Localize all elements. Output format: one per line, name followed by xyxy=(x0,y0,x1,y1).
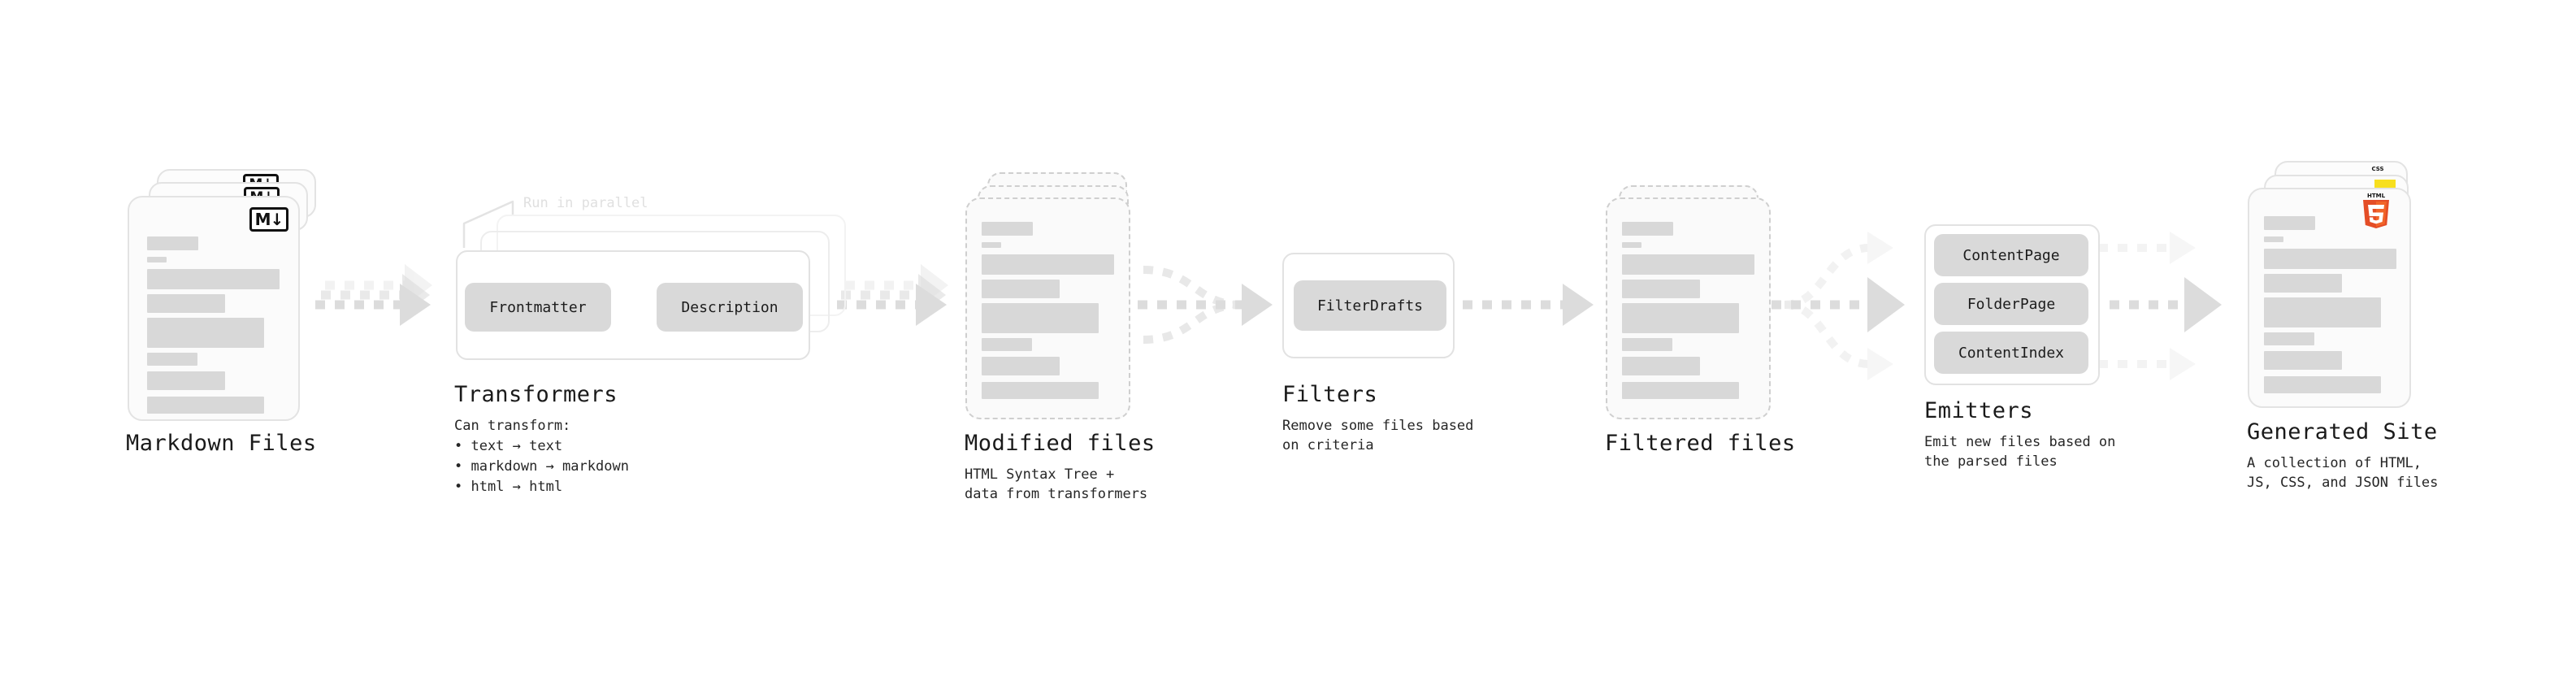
arrow-emitters-to-site xyxy=(2090,232,2222,380)
doc-bar xyxy=(982,222,1033,236)
doc-bar xyxy=(2264,216,2315,230)
html5-icon: HTML xyxy=(2363,193,2389,228)
stage-title-generated-site: Generated Site xyxy=(2247,419,2438,445)
stage-title-filtered-files: Filtered files xyxy=(1605,431,1796,456)
doc-bar xyxy=(982,382,1099,399)
doc-bar xyxy=(982,254,1114,275)
markdown-icon: M↓ xyxy=(249,207,288,232)
run-in-parallel-label: Run in parallel xyxy=(523,195,648,211)
doc-bar xyxy=(1622,382,1739,399)
stage-subtitle-modified-files: HTML Syntax Tree + data from transformer… xyxy=(965,466,1148,502)
stage-subtitle-filters: Remove some files based on criteria xyxy=(1282,418,1474,453)
stage-title-modified-files: Modified files xyxy=(965,431,1156,456)
transformer-node-description[interactable]: Description xyxy=(657,283,803,332)
stage-subtitle-transformers: Can transform: • text → text • markdown … xyxy=(454,418,629,495)
filtered-card-front[interactable] xyxy=(1606,197,1771,419)
doc-bar xyxy=(1622,338,1672,351)
doc-bar xyxy=(147,318,264,348)
doc-bar xyxy=(147,269,280,289)
stage-subtitle-emitters: Emit new files based on the parsed files xyxy=(1924,434,2116,470)
doc-bar xyxy=(1622,254,1754,275)
doc-bar xyxy=(1622,357,1700,375)
doc-bar xyxy=(2264,332,2314,345)
filter-node-filterdrafts[interactable]: FilterDrafts xyxy=(1294,280,1446,331)
stage-subtitle-generated-site: A collection of HTML, JS, CSS, and JSON … xyxy=(2247,455,2439,491)
modified-card-front[interactable] xyxy=(965,197,1130,419)
doc-bar xyxy=(2264,236,2283,242)
emitter-node-contentindex[interactable]: ContentIndex xyxy=(1934,332,2088,374)
doc-bar xyxy=(982,338,1032,351)
doc-bar xyxy=(147,371,225,390)
doc-bar xyxy=(1622,280,1700,298)
svg-text:HTML: HTML xyxy=(2367,193,2386,199)
stage-title-emitters: Emitters xyxy=(1924,398,2034,423)
stage-title-transformers: Transformers xyxy=(454,382,618,407)
doc-bar xyxy=(147,353,197,366)
arrow-markdown-to-transformers xyxy=(315,264,432,326)
doc-bar xyxy=(2264,376,2381,393)
doc-bar xyxy=(982,303,1099,333)
doc-bar xyxy=(147,294,225,313)
stage-title-markdown-files: Markdown Files xyxy=(126,431,317,456)
doc-bar xyxy=(982,242,1001,248)
emitter-node-folderpage[interactable]: FolderPage xyxy=(1934,283,2088,325)
doc-bar xyxy=(1622,242,1641,248)
doc-bar xyxy=(1622,222,1673,236)
markdown-card-front[interactable]: M↓ xyxy=(128,196,300,421)
arrow-filtered-to-emitters xyxy=(1772,232,1905,380)
doc-bar xyxy=(982,357,1060,375)
arrow-transformers-to-modified xyxy=(837,264,948,326)
doc-bar xyxy=(1622,303,1739,333)
arrow-modified-to-filters xyxy=(1138,266,1273,344)
doc-bar xyxy=(982,280,1060,298)
doc-bar xyxy=(2264,274,2342,293)
doc-bar xyxy=(147,397,264,414)
css-icon-label: CSS xyxy=(2371,166,2384,172)
doc-bar xyxy=(147,236,198,250)
stage-title-filters: Filters xyxy=(1282,382,1378,407)
emitter-node-contentpage[interactable]: ContentPage xyxy=(1934,234,2088,276)
doc-bar xyxy=(2264,249,2396,269)
arrow-filters-to-filtered xyxy=(1463,284,1594,326)
doc-bar xyxy=(2264,297,2381,327)
site-card-front[interactable] xyxy=(2248,188,2411,408)
doc-bar xyxy=(2264,351,2342,370)
transformer-node-frontmatter[interactable]: Frontmatter xyxy=(465,283,611,332)
doc-bar xyxy=(147,257,167,262)
